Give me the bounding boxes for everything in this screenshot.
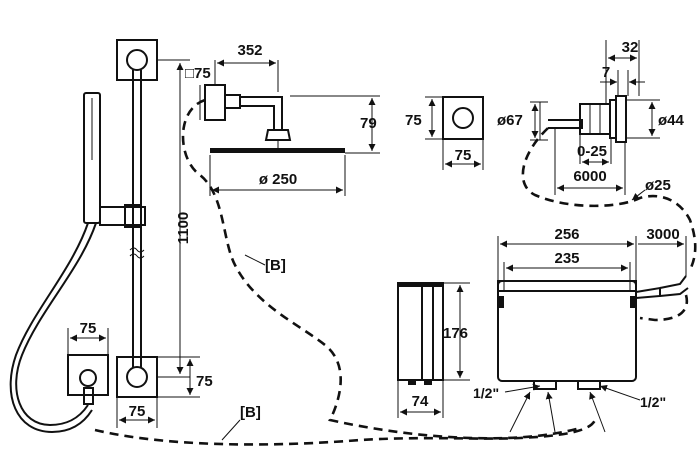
head-height-label: 79 xyxy=(360,115,377,132)
square-size-label: □75 xyxy=(185,65,211,82)
wall-outlet-plate xyxy=(67,354,109,396)
box-depth-label: 74 xyxy=(412,393,429,410)
heater-side-top xyxy=(398,283,443,287)
head-swivel xyxy=(264,129,292,141)
rail-dimensions: 1100 75 75 75 xyxy=(67,59,213,428)
valve-cover xyxy=(615,95,627,143)
control-knob xyxy=(452,107,474,129)
connection-right-label: 1/2" xyxy=(640,394,666,410)
valve-body xyxy=(579,103,611,135)
cable-b-upper-route xyxy=(181,98,581,440)
hose-diameter-label: ø25 xyxy=(645,177,671,194)
heater-front-top xyxy=(497,280,637,292)
head-wall-bracket xyxy=(204,84,226,121)
adjust-range-label: 0-25 xyxy=(577,143,607,160)
control-width-label: 75 xyxy=(455,147,472,164)
bracket-height-label: 75 xyxy=(196,373,213,390)
rail-top-bracket-circle xyxy=(126,49,148,71)
rail-bottom-bracket-circle xyxy=(126,366,148,388)
arm-length-label: 352 xyxy=(237,42,262,59)
cable-control-route xyxy=(521,127,697,322)
box-width-inner-label: 235 xyxy=(554,250,579,267)
valve-offset-label: 7 xyxy=(602,64,610,81)
shower-head xyxy=(204,84,345,153)
head-arm xyxy=(240,96,283,130)
box-height-label: 176 xyxy=(443,325,468,342)
valve-depth-label: 32 xyxy=(622,39,639,56)
hand-shower-holder xyxy=(99,206,146,226)
holder-clamp xyxy=(124,204,142,228)
connection-left-label: 1/2" xyxy=(473,385,499,401)
heater-side-view: 176 74 xyxy=(397,282,470,418)
valve-shaft xyxy=(548,119,583,129)
cable-b-lower-route xyxy=(94,419,597,446)
heater-front-body xyxy=(497,280,637,382)
outlet-width-label: 75 xyxy=(80,320,97,337)
wall-outlet xyxy=(67,354,109,405)
wall-outlet-stub xyxy=(83,387,94,405)
valve-diameter-large-label: ø67 xyxy=(497,112,523,129)
valve-diameter-small-label: ø44 xyxy=(658,112,685,129)
valve-dimensions: 32 7 ø67 ø44 0-25 6000 ø25 xyxy=(497,39,685,201)
hand-shower-handle xyxy=(83,92,101,224)
head-wall-connector xyxy=(225,94,241,109)
cable-b-lower-leader xyxy=(221,419,241,441)
cable-b-upper-leader xyxy=(244,254,266,266)
cable-6000-label: 6000 xyxy=(573,168,606,185)
control-valve-side xyxy=(539,95,627,143)
rail-height-label: 1100 xyxy=(175,212,192,245)
heater-side-body xyxy=(397,282,444,381)
heater-cable-entry xyxy=(635,286,661,299)
control-height-label: 75 xyxy=(405,112,422,129)
rail-top-bracket xyxy=(116,39,158,81)
control-panel: 75 75 xyxy=(405,96,484,170)
cable-b-upper-label: [B] xyxy=(265,257,286,274)
bracket-width-label: 75 xyxy=(129,403,146,420)
shower-hose-inner xyxy=(9,222,93,434)
control-panel-plate xyxy=(442,96,484,140)
cable-3000-label: 3000 xyxy=(646,226,679,243)
heater-front-view: 256 235 3000 1/2" 1/2" xyxy=(473,226,689,433)
heater-cable xyxy=(659,275,689,297)
rail-break-mark xyxy=(129,247,145,259)
head-diameter-label: ø 250 xyxy=(259,171,297,188)
head-dimensions: □75 352 79 ø 250 xyxy=(185,42,380,196)
cable-routes: [B] [B] xyxy=(94,98,697,446)
wall-outlet-circle xyxy=(79,369,97,387)
rail-bottom-bracket xyxy=(116,356,158,398)
shower-hose-outer xyxy=(15,222,97,427)
head-plate xyxy=(210,148,345,153)
box-width-outer-label: 256 xyxy=(554,226,579,243)
shower-rail xyxy=(99,39,158,398)
hand-shower xyxy=(9,92,101,434)
cable-b-lower-label: [B] xyxy=(240,404,261,421)
